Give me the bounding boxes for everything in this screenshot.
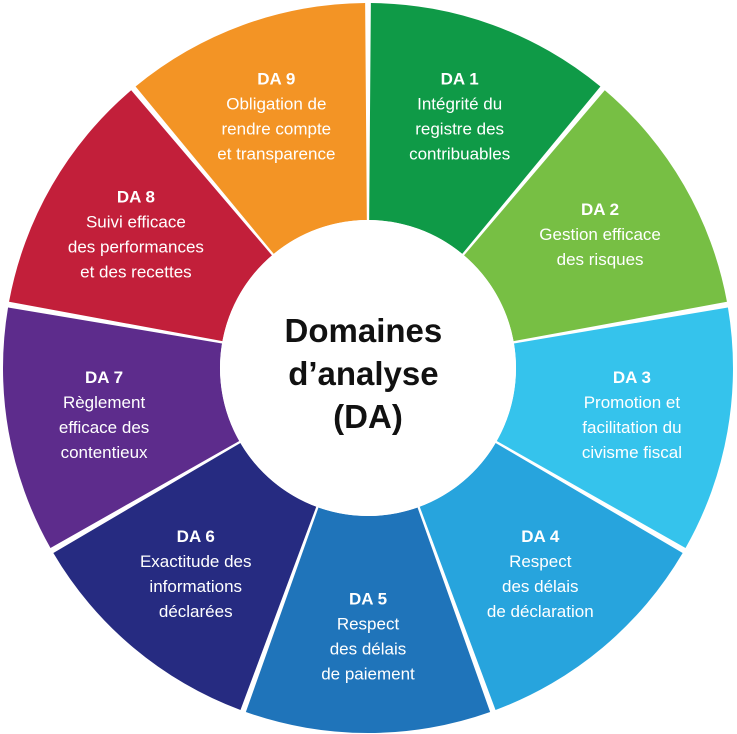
center-title-line-2: d’analyse xyxy=(288,355,438,392)
segment-da-3-title: DA 3 xyxy=(613,368,651,387)
segment-da-4-title: DA 4 xyxy=(521,527,560,546)
segment-da-5-line-1: Respect xyxy=(337,615,400,634)
segment-da-5-label: DA 5 Respect des délais de paiement xyxy=(321,590,415,684)
segment-da-9 xyxy=(135,3,367,254)
segment-da-9-title: DA 9 xyxy=(257,70,295,89)
center-circle xyxy=(220,220,516,516)
segment-da-1-line-3: contribuables xyxy=(409,145,510,164)
segment-da-8-line-3: et des recettes xyxy=(80,263,192,282)
center-title-line-1: Domaines xyxy=(285,312,443,349)
segment-da-2-title: DA 2 xyxy=(581,200,619,219)
segment-da-6-label: DA 6 Exactitude des informations déclarées xyxy=(140,527,252,621)
segment-da-5-line-2: des délais xyxy=(330,640,407,659)
segment-da-1 xyxy=(369,3,601,254)
segment-da-6 xyxy=(53,443,317,710)
segment-da-7 xyxy=(2,307,240,549)
segment-da-3-line-1: Promotion et xyxy=(584,393,681,412)
segment-da-8-title: DA 8 xyxy=(117,188,155,207)
segment-da-8-line-2: des performances xyxy=(68,238,204,257)
segment-da-5-line-3: de paiement xyxy=(321,665,415,684)
segment-da-6-line-2: informations xyxy=(149,577,242,596)
segment-da-7-line-1: Règlement xyxy=(63,393,145,412)
segment-da-9-line-1: Obligation de xyxy=(226,95,326,114)
segment-da-7-label: DA 7 Règlement efficace des contentieux xyxy=(59,368,149,462)
segment-da-8-line-1: Suivi efficace xyxy=(86,213,186,232)
segment-da-1-label: DA 1 Intégrité du registre des contribuable… xyxy=(409,70,510,164)
segments-layer xyxy=(2,3,734,733)
segment-da-7-line-3: contentieux xyxy=(61,443,148,462)
segment-da-1-line-1: Intégrité du xyxy=(417,95,502,114)
center-title: Domaines d’analyse (DA) xyxy=(285,312,452,435)
segment-da-3-line-3: civisme fiscal xyxy=(582,443,682,462)
segment-da-4 xyxy=(419,443,683,710)
segment-da-2-label: DA 2 Gestion efficace des risques xyxy=(539,200,661,269)
center-title-line-3: (DA) xyxy=(333,398,403,435)
segment-da-5-title: DA 5 xyxy=(349,590,387,609)
segment-da-4-label: DA 4 Respect des délais de déclaration xyxy=(487,527,594,621)
segment-da-1-title: DA 1 xyxy=(441,70,479,89)
segment-da-9-line-2: rendre compte xyxy=(222,120,332,139)
segment-da-2-line-2: des risques xyxy=(557,250,644,269)
segment-da-3-line-2: facilitation du xyxy=(582,418,681,437)
segment-da-2-line-1: Gestion efficace xyxy=(539,225,661,244)
segment-da-9-label: DA 9 Obligation de rendre compte et transpa… xyxy=(217,70,335,164)
segment-da-8-label: DA 8 Suivi efficace des performances et des… xyxy=(68,188,204,282)
segment-da-3-label: DA 3 Promotion et facilitation du civisme f… xyxy=(582,368,682,462)
segment-da-6-line-1: Exactitude des xyxy=(140,552,252,571)
segment-da-6-line-3: déclarées xyxy=(159,602,233,621)
segment-da-6-title: DA 6 xyxy=(177,527,215,546)
segment-da-5 xyxy=(245,507,491,733)
segment-da-9-line-3: et transparence xyxy=(217,145,335,164)
segment-da-1-line-2: registre des xyxy=(415,120,504,139)
segment-da-4-line-2: des délais xyxy=(502,577,579,596)
segment-da-7-line-2: efficace des xyxy=(59,418,149,437)
segment-da-4-line-1: Respect xyxy=(509,552,572,571)
segment-da-8 xyxy=(9,90,272,342)
segment-da-2 xyxy=(464,90,727,342)
segment-da-4-line-3: de déclaration xyxy=(487,602,594,621)
segment-da-7-title: DA 7 xyxy=(85,368,123,387)
labels-layer: DA 1 Intégrité du registre des contribuable… xyxy=(59,70,682,684)
segment-da-3 xyxy=(496,307,734,549)
